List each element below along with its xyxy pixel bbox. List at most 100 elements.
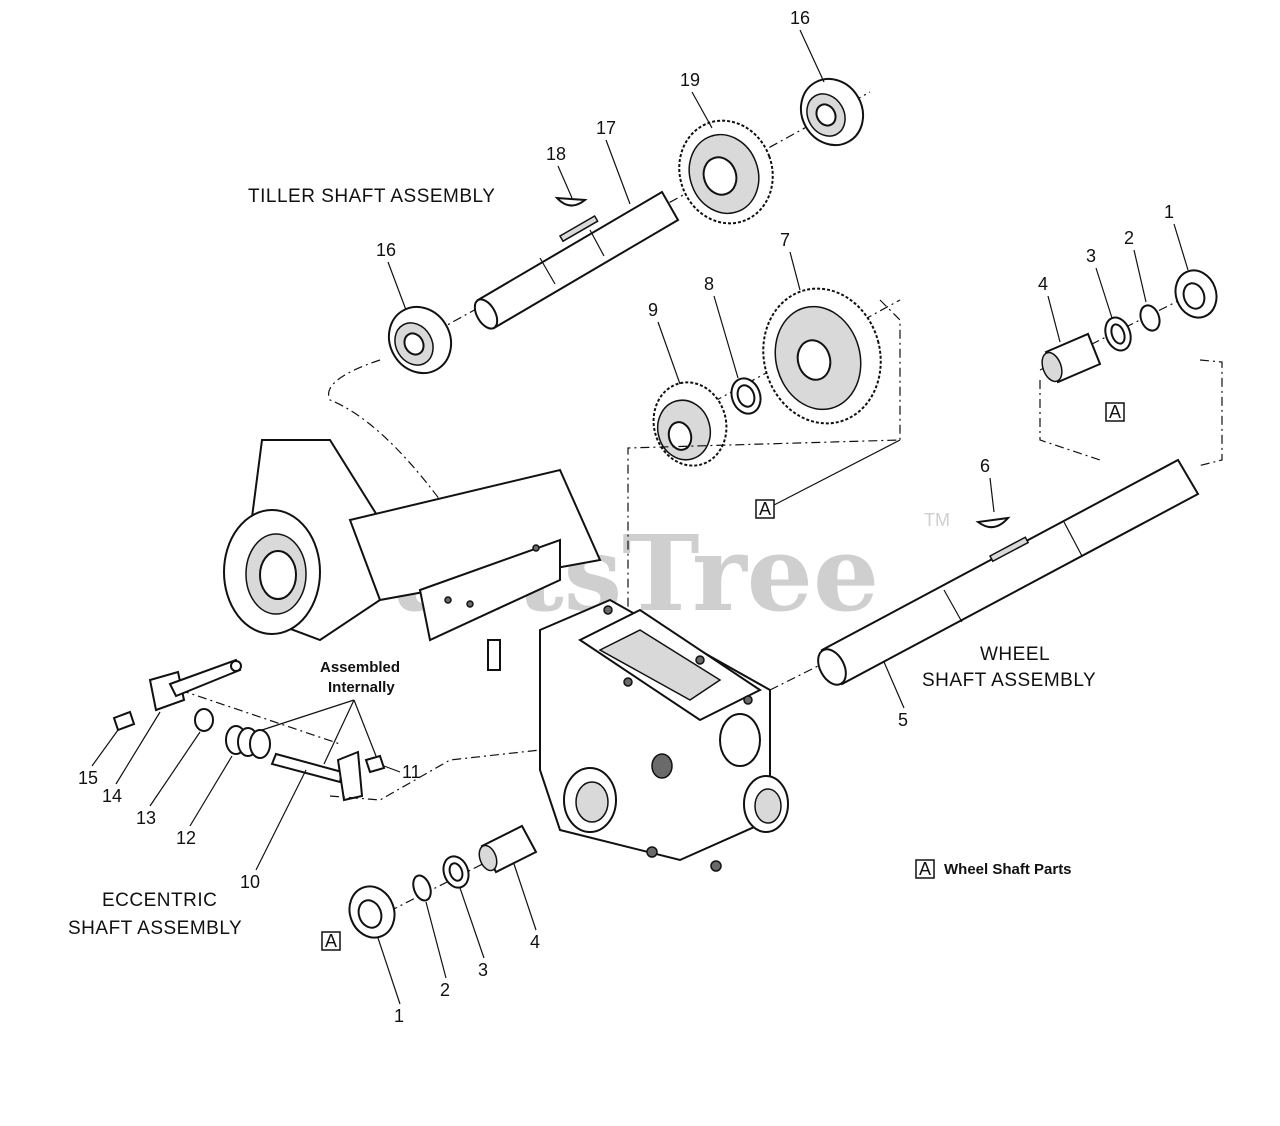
gear-link-dashed (627, 299, 901, 740)
label-tiller-shaft-assembly: TILLER SHAFT ASSEMBLY (248, 186, 495, 207)
leader-17 (605, 139, 631, 205)
leader-9 (657, 321, 681, 385)
leader-6 (989, 477, 995, 513)
eccentric-shaft-10[interactable] (270, 750, 364, 802)
callout-7: 7 (780, 230, 790, 250)
label-eccentric-1: ECCENTRIC (102, 890, 217, 911)
screw-11[interactable] (364, 754, 386, 774)
label-wheel-1: WHEEL (980, 644, 1050, 665)
transmission-case[interactable] (487, 598, 789, 872)
leader-assembled-c (353, 699, 377, 757)
svg-text:A: A (759, 499, 771, 519)
svg-text:A: A (325, 931, 337, 951)
bushing-4-bottom[interactable] (476, 824, 538, 874)
leader-4-bottom (513, 863, 537, 931)
leader-7 (789, 251, 801, 291)
wheel-centerline (769, 664, 821, 691)
legend-wheel-shaft-parts: Wheel Shaft Parts (944, 861, 1072, 878)
lever-14[interactable] (148, 658, 242, 712)
eccentric-centerline (179, 689, 341, 745)
tiller-housing[interactable] (223, 439, 602, 642)
leader-2-right (1133, 249, 1147, 303)
gear-19[interactable] (665, 107, 787, 236)
leader-3-right (1095, 267, 1113, 319)
marker-a-right: A (1105, 402, 1125, 422)
callout-16-top: 16 (790, 8, 810, 28)
callout-1-bottom: 1 (394, 1006, 404, 1026)
leader-13 (149, 731, 201, 807)
callout-11: 11 (402, 762, 421, 782)
callout-2-bottom: 2 (440, 980, 450, 1000)
washer-8[interactable] (727, 374, 766, 417)
key-18[interactable] (554, 196, 588, 207)
callout-19: 19 (680, 70, 700, 90)
svg-text:A: A (919, 859, 931, 879)
gear-7[interactable] (748, 275, 895, 436)
leader-11 (383, 765, 401, 773)
spring-12[interactable] (225, 725, 271, 759)
callout-16-left: 16 (376, 240, 396, 260)
leader-3-bottom (459, 887, 485, 959)
svg-text:A: A (1109, 402, 1121, 422)
bearing-1-right[interactable] (1169, 265, 1223, 324)
callout-15: 15 (78, 768, 98, 788)
callout-2-right: 2 (1124, 228, 1134, 248)
leader-12 (189, 755, 233, 827)
callout-10: 10 (240, 872, 260, 892)
pulley-9[interactable] (644, 374, 735, 474)
leader-18 (557, 165, 573, 199)
bearing-16-left[interactable] (377, 296, 463, 385)
washer-3-bottom[interactable] (439, 853, 472, 891)
bushing-4-right[interactable] (1038, 332, 1102, 384)
label-assembled: Assembled (320, 659, 400, 676)
leader-16-left (387, 261, 407, 311)
marker-a-bottom: A (321, 931, 341, 951)
leader-assembled-a (261, 699, 355, 731)
leader-1-bottom (377, 937, 401, 1005)
callout-4-bottom: 4 (530, 932, 540, 952)
leader-2-bottom (425, 901, 447, 979)
marker-a-center-leader (773, 439, 901, 506)
eccentric-link-dashed (329, 749, 541, 801)
snap-ring-2-right[interactable] (1137, 303, 1163, 334)
callout-6: 6 (980, 456, 990, 476)
marker-a-legend: A (915, 859, 935, 879)
snap-ring-2-bottom[interactable] (410, 873, 434, 903)
leader-10 (255, 769, 307, 871)
housing-link-dashed (328, 359, 441, 501)
leader-1-right (1173, 223, 1189, 271)
callout-9: 9 (648, 300, 658, 320)
callout-5: 5 (898, 710, 908, 730)
leader-8 (713, 295, 739, 379)
washer-13[interactable] (194, 708, 214, 732)
callout-3-bottom: 3 (478, 960, 488, 980)
label-eccentric-2: SHAFT ASSEMBLY (68, 918, 242, 939)
callout-17: 17 (596, 118, 616, 138)
leader-5 (883, 661, 905, 709)
callout-8: 8 (704, 274, 714, 294)
marker-a-center: A (755, 499, 775, 519)
leader-assembled-b (323, 699, 355, 765)
bearing-16-top[interactable] (789, 68, 875, 157)
label-internally: Internally (328, 679, 395, 696)
callout-1-right: 1 (1164, 202, 1174, 222)
callout-12: 12 (176, 828, 196, 848)
key-6[interactable] (975, 516, 1011, 529)
screw-15[interactable] (112, 710, 136, 732)
wheel-shaft-5[interactable] (812, 458, 1200, 689)
leader-19 (691, 91, 713, 129)
washer-3-right[interactable] (1101, 314, 1135, 354)
callout-4-right: 4 (1038, 274, 1048, 294)
leader-14 (115, 711, 161, 785)
bearing-1-bottom[interactable] (342, 880, 401, 944)
callout-14: 14 (102, 786, 122, 806)
callout-3-right: 3 (1086, 246, 1096, 266)
leader-4-right (1047, 295, 1061, 343)
label-wheel-2: SHAFT ASSEMBLY (922, 670, 1096, 691)
leader-16-top (799, 29, 825, 83)
leader-15 (91, 729, 119, 767)
tiller-shaft-17[interactable] (470, 190, 680, 332)
callout-13: 13 (136, 808, 156, 828)
